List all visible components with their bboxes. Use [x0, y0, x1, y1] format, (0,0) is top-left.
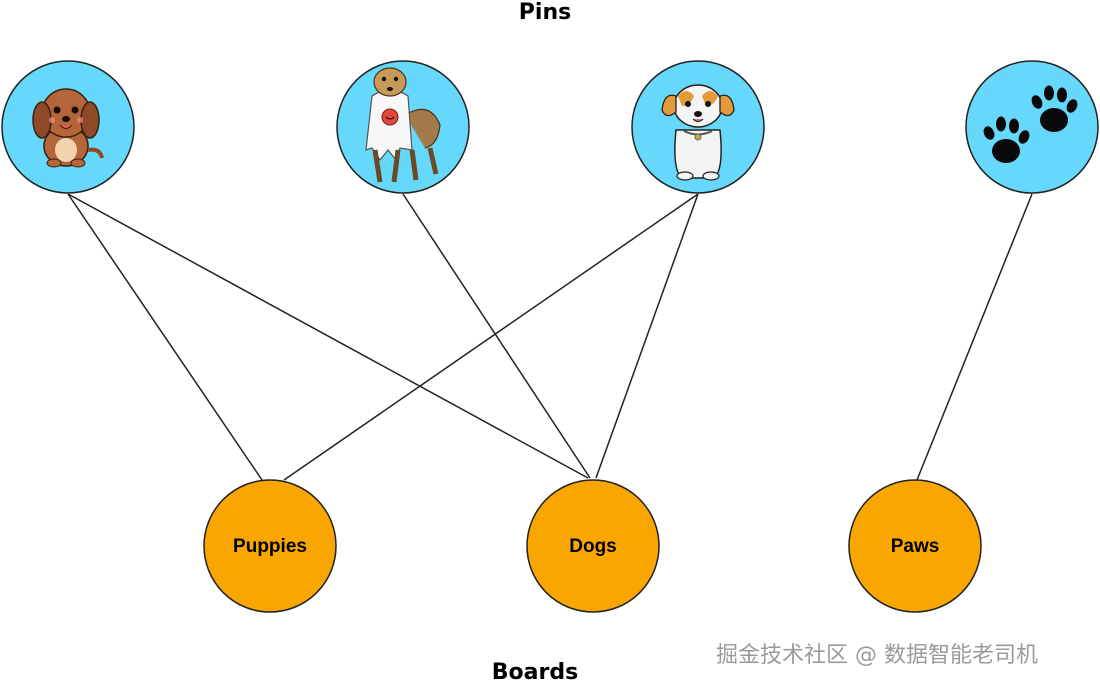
watermark-text: 掘金技术社区 @ 数据智能老司机	[716, 643, 1038, 668]
edge-pin-3-to-board-puppies	[283, 193, 699, 481]
pin-node-3	[631, 60, 765, 194]
edge-pin-3-to-board-dogs	[595, 193, 699, 479]
pin-node-1	[1, 60, 135, 194]
board-circle	[203, 479, 337, 613]
pins-title: Pins	[518, 0, 572, 25]
pin-node-2	[336, 60, 470, 194]
edge-pin-1-to-board-puppies	[67, 193, 263, 481]
ghost-costume-dog-icon	[365, 67, 441, 183]
board-label-dogs: Dogs	[569, 536, 617, 557]
board-circle	[526, 479, 660, 613]
board-node-puppies: Puppies	[203, 479, 337, 613]
board-circle	[848, 479, 982, 613]
board-label-puppies: Puppies	[233, 536, 307, 557]
cartoon-puppy-icon	[32, 88, 104, 168]
boards-title: Boards	[491, 660, 579, 685]
pin-node-4	[965, 60, 1099, 194]
edge-layer	[67, 193, 1033, 481]
edge-pin-4-to-board-paws	[916, 193, 1033, 481]
sitting-dog-icon	[661, 84, 735, 181]
board-node-paws: Paws	[848, 479, 982, 613]
edge-pin-2-to-board-dogs	[402, 193, 591, 479]
edge-pin-1-to-board-dogs	[67, 193, 589, 479]
board-node-dogs: Dogs	[526, 479, 660, 613]
paw-prints-icon	[983, 85, 1078, 163]
board-label-paws: Paws	[891, 536, 940, 557]
